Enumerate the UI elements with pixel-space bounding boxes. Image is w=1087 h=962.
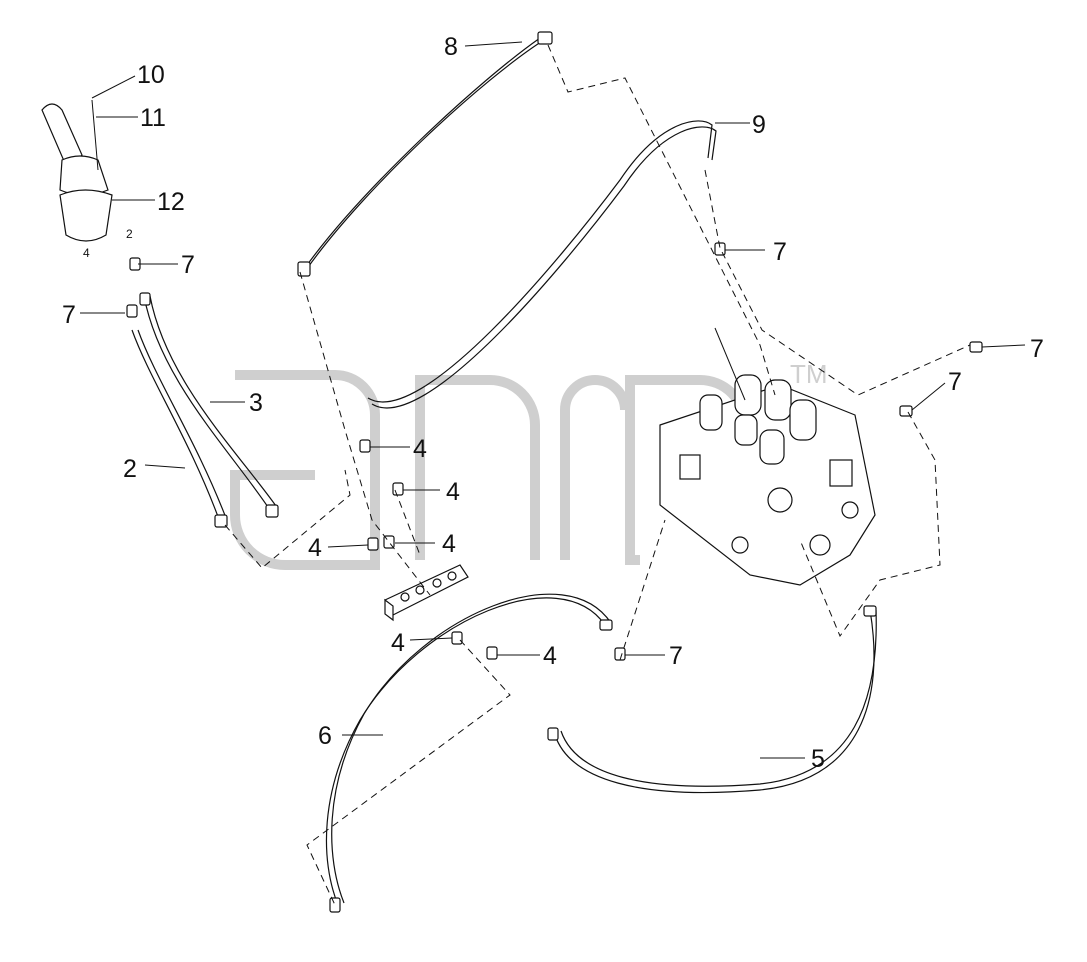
hose-3 [143,295,271,511]
label-7-left: 7 [62,301,76,329]
label-4-a: 4 [413,435,427,463]
label-9: 9 [752,111,766,139]
label-3: 3 [249,389,263,417]
label-7-bottom: 7 [669,642,683,670]
label-10: 10 [137,61,165,89]
label-12: 12 [157,188,185,216]
label-7-valve-side: 7 [948,368,962,396]
label-11: 11 [140,104,166,132]
label-7-valve-top: 7 [773,238,787,266]
main-control-valve [659,374,876,586]
hoses [131,37,877,906]
label-4-f: 4 [543,642,557,670]
hose-5 [554,609,875,794]
label-4-d: 4 [442,530,456,558]
hose-2 [131,329,221,523]
label-2: 2 [123,455,137,483]
leader-lines [80,41,1026,759]
label-4-b: 4 [446,478,460,506]
label-7-right: 7 [1030,335,1044,363]
label-6: 6 [318,722,332,750]
label-8: 8 [444,33,458,61]
port-mark-2: 2 [126,227,133,241]
distribution-block [384,564,469,622]
pilot-joystick [41,99,113,242]
hose-8 [301,37,541,273]
label-7-joystick: 7 [181,251,195,279]
label-5: 5 [811,745,825,773]
port-mark-4: 4 [83,246,90,260]
connection-paths [224,44,971,906]
part-labels: 8 9 10 11 12 7 7 3 2 4 4 4 4 4 4 7 7 7 7… [62,33,1044,773]
label-4-e: 4 [391,629,405,657]
trademark-text: TM [790,359,828,389]
hose-9 [367,120,713,403]
label-4-c: 4 [308,534,322,562]
